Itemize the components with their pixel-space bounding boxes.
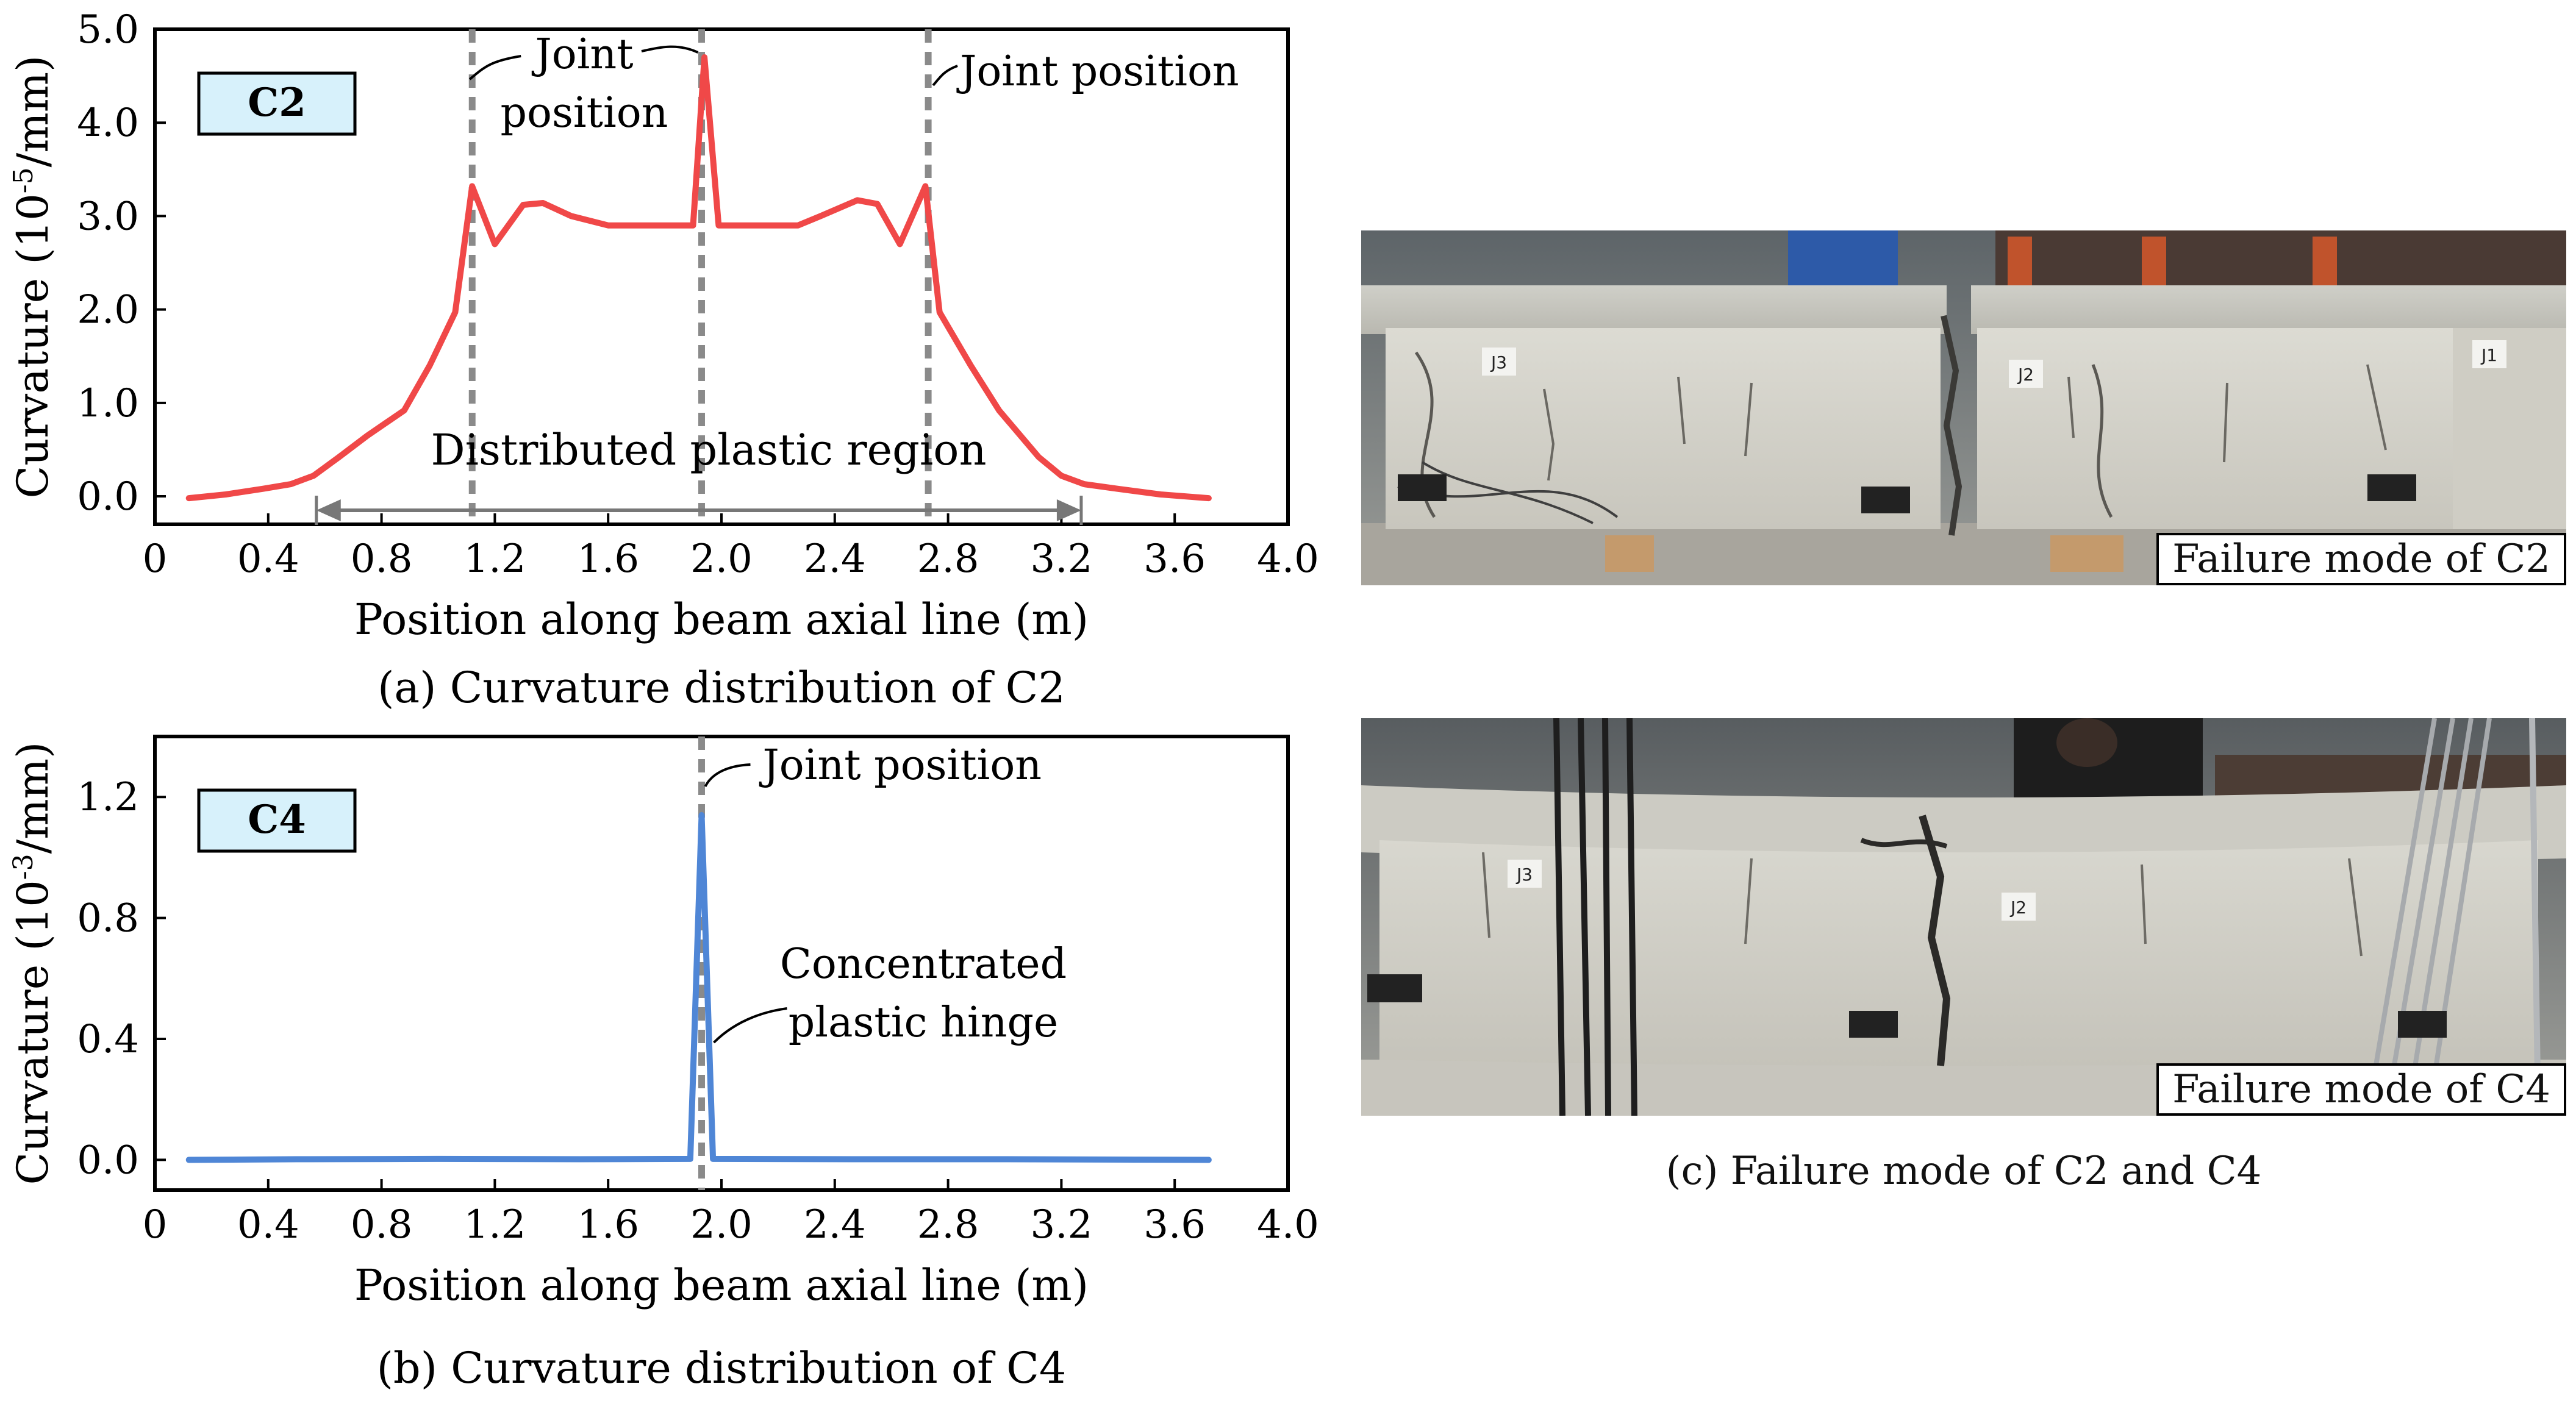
- annotation-joint-left-line2: position: [501, 89, 668, 137]
- annotation-leader-left: [468, 55, 521, 80]
- caption-photos: (c) Failure mode of C2 and C4: [1665, 1149, 2262, 1194]
- photo-tag-j2: J2: [2017, 365, 2034, 385]
- x-tick-label: 0.8: [351, 1202, 413, 1247]
- beam-photo-c2: J3 J2 J1: [1361, 230, 2566, 585]
- series-line: [185, 54, 1212, 502]
- chart-caption: (b) Curvature distribution of C4: [377, 1343, 1067, 1393]
- photo-failure-mode-c2: J3 J2 J1 Failure mode of C2: [1361, 230, 2566, 585]
- annotation-leader-center: [641, 45, 699, 54]
- beam-photo-c4: J3 J2: [1361, 718, 2566, 1116]
- badge-box: [197, 71, 357, 136]
- label-failure-mode-c2: Failure mode of C2: [2156, 533, 2566, 585]
- chart-c4: 0 0.4 0.8 1.2 1.6 2.0 2.4 2.8 3.2 3.6 4.0 0.0 0.4 0.8…: [8, 735, 1319, 1393]
- y-tick-label: 0.8: [77, 896, 139, 941]
- annotation-hinge-line2: plastic hinge: [789, 999, 1059, 1047]
- x-tick-label: 2.8: [917, 1202, 979, 1247]
- y-tick-label: 1.2: [77, 775, 139, 820]
- x-tick-label: 1.6: [577, 537, 639, 582]
- x-tick-label: 2.0: [690, 1202, 753, 1247]
- x-tick-label: 3.2: [1031, 537, 1093, 582]
- x-tick-label: 0.8: [351, 537, 413, 582]
- x-tick-label: 0: [143, 537, 168, 582]
- y-tick-label: 2.0: [77, 288, 139, 333]
- badge-label: C4: [248, 797, 306, 843]
- badge-box: [197, 788, 357, 853]
- annotation-leader-joint: [704, 763, 751, 787]
- y-tick-label: 3.0: [77, 194, 139, 239]
- badge-label: C2: [248, 80, 306, 126]
- x-tick-label: 2.4: [804, 537, 866, 582]
- chart-caption: (a) Curvature distribution of C2: [377, 663, 1065, 713]
- x-tick-label: 3.2: [1031, 1202, 1093, 1247]
- x-tick-label: 4.0: [1257, 1202, 1319, 1247]
- x-tick-label: 1.6: [577, 1202, 639, 1247]
- annotation-joint-left-line1: Joint: [531, 30, 633, 79]
- x-tick-label: 3.6: [1143, 537, 1206, 582]
- photo-failure-mode-c4: J3 J2 Failure mode of C4: [1361, 718, 2566, 1116]
- region-arrowhead-right: [1056, 499, 1081, 522]
- x-axis-label: Position along beam axial line (m): [354, 1260, 1089, 1310]
- y-tick-label: 0.4: [77, 1017, 139, 1062]
- annotation-leader-hinge: [713, 1007, 787, 1044]
- y-tick-label: 0.0: [77, 474, 139, 519]
- photo-tag-j1: J1: [2480, 345, 2497, 365]
- annotation-leader-right: [932, 65, 958, 87]
- y-tick-label: 4.0: [77, 101, 139, 146]
- x-tick-label: 3.6: [1143, 1202, 1206, 1247]
- label-failure-mode-c4: Failure mode of C4: [2156, 1063, 2566, 1116]
- x-tick-label: 0.4: [237, 1202, 299, 1247]
- annotation-joint-right: Joint position: [956, 48, 1239, 96]
- x-axis-label: Position along beam axial line (m): [354, 594, 1089, 644]
- photo-tag-j3: J3: [1490, 352, 1507, 373]
- annotation-distributed-region: Distributed plastic region: [431, 425, 986, 475]
- plot-frame: [153, 735, 1290, 1192]
- y-tick-label: 0.0: [77, 1138, 139, 1183]
- y-axis-label: Curvature (10-5/mm): [8, 55, 59, 499]
- x-tick-label: 0.4: [237, 537, 299, 582]
- y-tick-label: 5.0: [77, 7, 139, 52]
- x-tick-label: 1.2: [464, 1202, 526, 1247]
- y-axis-label: Curvature (10-3/mm): [8, 742, 59, 1185]
- chart-c2: 0 0.4 0.8 1.2 1.6 2.0 2.4 2.8 3.2 3.6 4.0 0.0 1.0 2.0…: [8, 7, 1319, 713]
- y-tick-label: 1.0: [77, 381, 139, 426]
- x-tick-label: 2.8: [917, 537, 979, 582]
- x-tick-label: 0: [143, 1202, 168, 1247]
- series-line: [185, 812, 1212, 1163]
- region-arrowhead-left: [316, 499, 341, 522]
- annotation-hinge-line1: Concentrated: [780, 940, 1067, 988]
- annotation-joint-right: Joint position: [759, 741, 1042, 790]
- x-tick-label: 4.0: [1257, 537, 1319, 582]
- x-tick-label: 2.4: [804, 1202, 866, 1247]
- photo-tag-j2-c4: J2: [2009, 897, 2027, 918]
- x-tick-label: 2.0: [690, 537, 753, 582]
- photo-tag-j3-c4: J3: [1515, 865, 1533, 885]
- x-tick-label: 1.2: [464, 537, 526, 582]
